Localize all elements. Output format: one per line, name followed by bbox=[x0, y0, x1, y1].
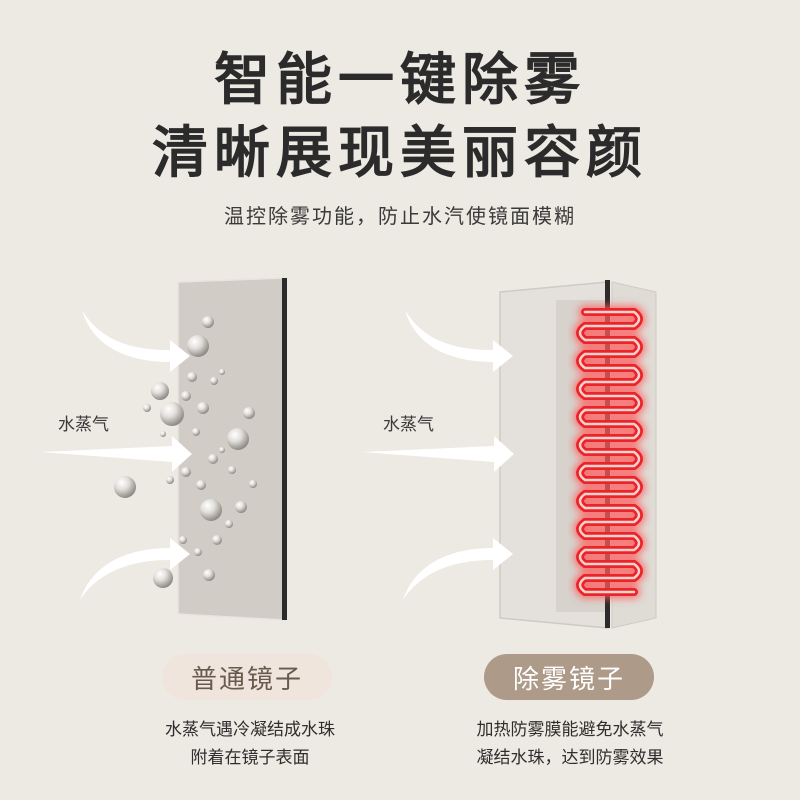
steam-label-right: 水蒸气 bbox=[383, 415, 434, 435]
desc-antifog-line-2: 凝结水珠，达到防雾效果 bbox=[476, 748, 664, 768]
badge-normal-mirror: 普通镜子 bbox=[162, 654, 332, 700]
desc-antifog-line-1: 加热防雾膜能避免水蒸气 bbox=[476, 720, 664, 740]
desc-normal-mirror: 水蒸气遇冷凝结成水珠 附着在镜子表面 bbox=[110, 716, 390, 772]
subtitle: 温控除雾功能，防止水汽使镜面模糊 bbox=[224, 204, 576, 228]
headline-line-1: 智能一键除雾 bbox=[214, 48, 586, 113]
steam-label-left: 水蒸气 bbox=[58, 415, 109, 435]
badge-antifog-mirror: 除雾镜子 bbox=[484, 654, 654, 700]
desc-normal-line-2: 附着在镜子表面 bbox=[190, 748, 310, 768]
steam-arrows-left bbox=[40, 310, 192, 600]
headline-line-2: 清晰展现美丽容颜 bbox=[152, 121, 648, 186]
desc-normal-line-1: 水蒸气遇冷凝结成水珠 bbox=[165, 720, 335, 740]
desc-antifog-mirror: 加热防雾膜能避免水蒸气 凝结水珠，达到防雾效果 bbox=[420, 716, 720, 772]
water-droplets bbox=[114, 316, 257, 588]
comparison-illustration bbox=[40, 277, 657, 629]
normal-mirror bbox=[177, 277, 287, 621]
steam-arrows-right bbox=[362, 310, 514, 600]
heating-coil bbox=[573, 305, 646, 599]
